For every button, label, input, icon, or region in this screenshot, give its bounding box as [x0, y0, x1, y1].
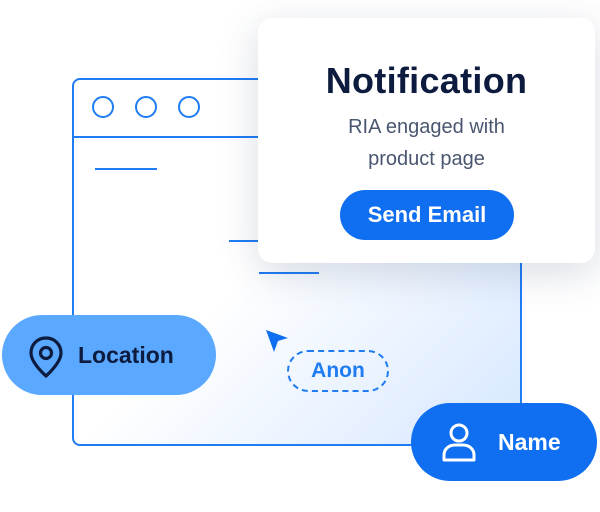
- content-placeholder-line: [229, 240, 261, 242]
- notification-message-line: product page: [368, 148, 485, 170]
- content-placeholder-line: [95, 168, 157, 170]
- notification-message: RIA engaged with product page: [258, 111, 595, 175]
- location-tag[interactable]: Location: [2, 315, 216, 395]
- user-icon: [442, 423, 476, 462]
- send-email-button[interactable]: Send Email: [340, 190, 514, 240]
- name-tag-label: Name: [498, 429, 561, 455]
- notification-title: Notification: [325, 60, 528, 101]
- content-placeholder-line: [259, 272, 319, 274]
- window-control-dot: [92, 96, 114, 118]
- anon-tag[interactable]: Anon: [287, 350, 389, 392]
- window-control-dot: [135, 96, 157, 118]
- map-pin-icon: [29, 336, 63, 378]
- cursor-arrow-icon: [266, 330, 288, 352]
- notification-message-line: RIA engaged with: [348, 116, 505, 138]
- location-tag-label: Location: [78, 342, 174, 368]
- notification-card: Notification RIA engaged with product pa…: [258, 18, 595, 263]
- name-tag[interactable]: Name: [411, 403, 597, 481]
- window-control-dot: [178, 96, 200, 118]
